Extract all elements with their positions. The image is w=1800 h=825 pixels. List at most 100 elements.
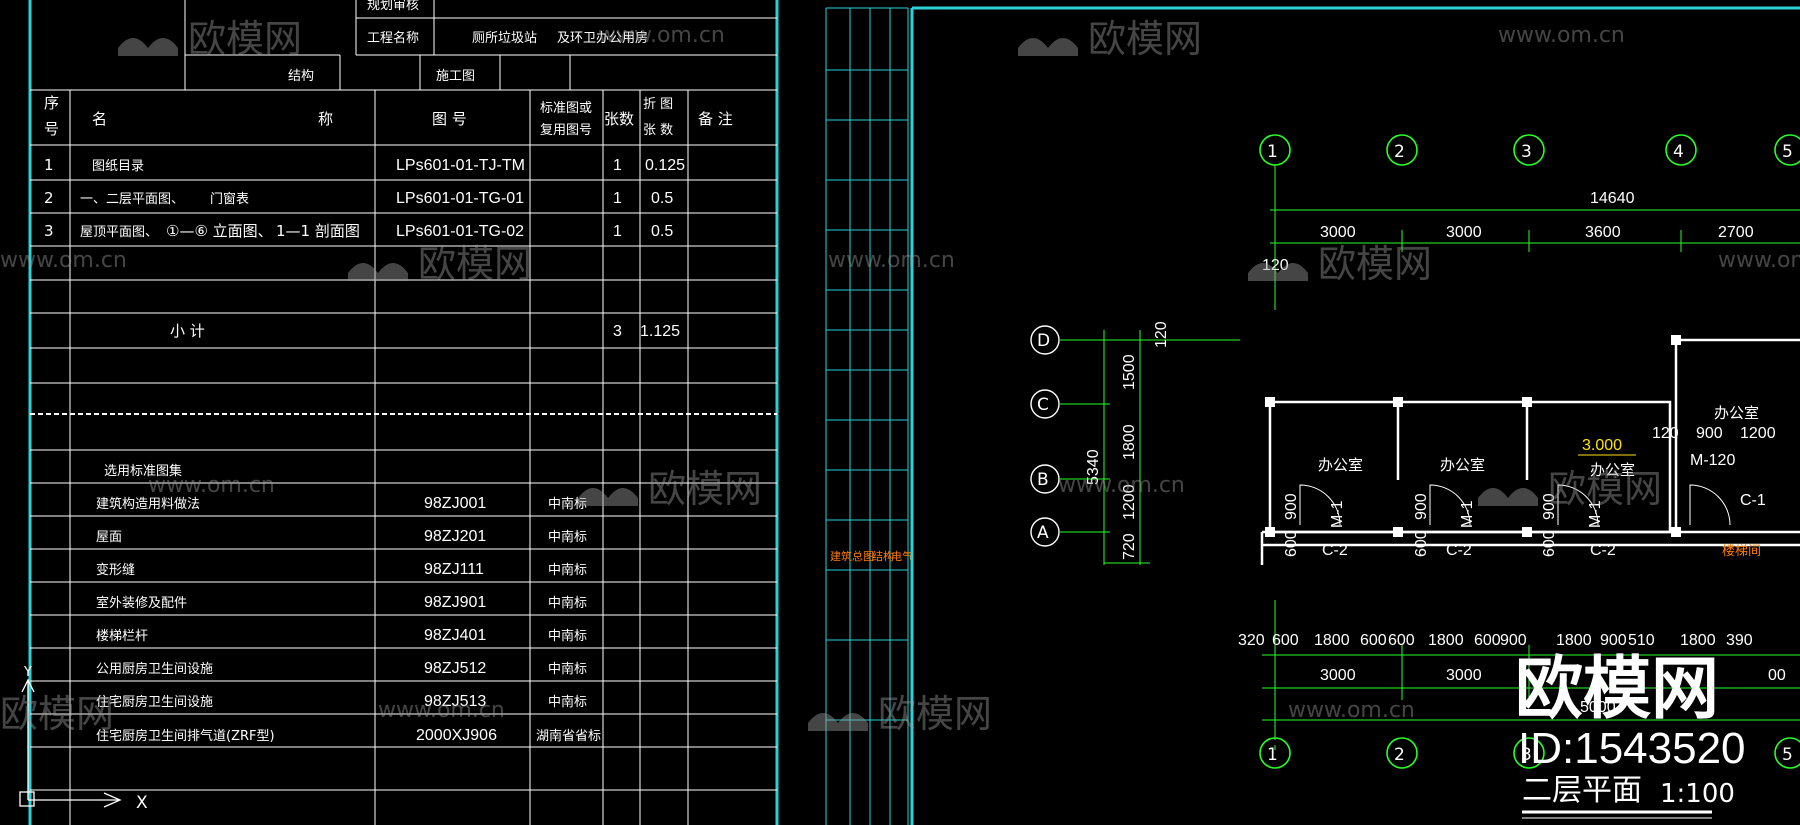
bottom-bay-2: 3000 — [1446, 667, 1482, 684]
stage-label: 施工图 — [436, 69, 475, 84]
columns — [1265, 335, 1681, 537]
axis-label-2: 2 — [1394, 142, 1405, 162]
watermark-url: www.om.cn — [1288, 698, 1415, 723]
dim-left-1800: 1800 — [1121, 424, 1138, 460]
watermark-brand: 欧模网 — [648, 467, 762, 511]
index-sheet: 规划审核 工程名称 厕所垃圾站 及环卫办公用房 结构 施工图 — [19, 0, 779, 825]
door-label-1: M-1 — [1329, 500, 1346, 528]
svg-text:1—1 剖面图: 1—1 剖面图 — [276, 222, 360, 240]
dim-total: 14640 — [1590, 190, 1635, 207]
svg-text:①—⑥ 立面图、: ①—⑥ 立面图、 — [166, 222, 273, 240]
ucs-y-label: Y — [23, 665, 32, 680]
stair-label: 楼梯间 — [1722, 544, 1761, 559]
svg-text:98ZJ111: 98ZJ111 — [424, 561, 484, 578]
sidebar-label-b: 总图 — [852, 549, 874, 563]
col-name-b: 称 — [318, 110, 333, 128]
svg-text:屋顶平面图、: 屋顶平面图、 — [80, 225, 158, 240]
watermark-url: www.om.cn — [598, 23, 725, 48]
watermark-logo-icon — [118, 38, 1538, 731]
watermark-id: ID:1543520 — [1518, 724, 1746, 773]
project-name-b: 及环卫办公用房 — [557, 30, 648, 46]
sill-dim-3: 600 — [1541, 530, 1558, 557]
watermark-brand: 欧模网 — [188, 17, 302, 61]
svg-text:LPs601-01-TG-01: LPs601-01-TG-01 — [396, 190, 524, 207]
svg-text:图纸目录: 图纸目录 — [92, 159, 144, 174]
svg-text:住宅厨房卫生间设施: 住宅厨房卫生间设施 — [96, 694, 213, 710]
svg-text:小 计: 小 计 — [170, 322, 205, 340]
svg-text:1800: 1800 — [1680, 632, 1716, 649]
index-table-grid — [30, 90, 777, 825]
col-std-b: 复用图号 — [540, 123, 592, 138]
window-label-c2-a: C-2 — [1322, 542, 1348, 559]
svg-text:98ZJ513: 98ZJ513 — [424, 693, 486, 710]
table-row: 3 屋顶平面图、 ①—⑥ 立面图、 1—1 剖面图 LPs601-01-TG-0… — [44, 222, 673, 240]
svg-text:0.5: 0.5 — [651, 223, 673, 240]
bottom-total: 5000 — [1580, 699, 1616, 716]
svg-text:3: 3 — [613, 323, 622, 340]
svg-text:390: 390 — [1726, 632, 1753, 649]
axis-label-1: 1 — [1267, 142, 1278, 162]
svg-text:住宅厨房卫生间排气道(ZRF型): 住宅厨房卫生间排气道(ZRF型) — [96, 728, 275, 744]
svg-text:中南标: 中南标 — [548, 529, 587, 545]
svg-text:1: 1 — [613, 223, 622, 240]
room-label-4: 办公室 — [1714, 404, 1759, 422]
door-dim-2: 900 — [1413, 493, 1430, 520]
svg-text:2: 2 — [44, 189, 54, 207]
watermark-big-brand: 欧模网 — [1515, 650, 1719, 729]
room-label-1: 办公室 — [1318, 456, 1363, 474]
svg-text:98ZJ512: 98ZJ512 — [424, 660, 486, 677]
svg-text:98ZJ901: 98ZJ901 — [424, 594, 486, 611]
door-dim-1: 900 — [1283, 493, 1300, 520]
discipline-label: 结构 — [288, 69, 314, 84]
door-swings — [1299, 484, 1731, 526]
sidebar-label-a: 建筑 — [830, 549, 852, 563]
svg-text:900: 900 — [1600, 632, 1627, 649]
dim-top-120: 120 — [1153, 321, 1170, 348]
svg-text:变形缝: 变形缝 — [96, 562, 135, 578]
svg-text:3: 3 — [44, 222, 54, 240]
col-conv-a: 折 图 — [643, 97, 673, 112]
svg-text:中南标: 中南标 — [548, 661, 587, 677]
watermark-brand: 欧模网 — [1548, 467, 1662, 511]
window-label-c1: C-1 — [1740, 492, 1766, 509]
door-label-4: M-120 — [1690, 452, 1735, 469]
floor-plan: 1 2 3 4 5 14640 3000 3000 3600 2700 120 … — [1030, 134, 1800, 819]
svg-text:1800: 1800 — [1556, 632, 1592, 649]
svg-text:中南标: 中南标 — [548, 496, 587, 512]
subtotal-row: 小 计 3 1.125 — [170, 322, 680, 340]
review-label: 规划审核 — [367, 0, 419, 13]
elevation-mark: 3.000 — [1582, 437, 1622, 454]
svg-text:900: 900 — [1500, 632, 1527, 649]
watermark-brand: 欧模网 — [0, 692, 114, 736]
col-conv-b: 张 数 — [643, 123, 673, 138]
axis-label-2-bottom: 2 — [1394, 745, 1405, 765]
col-remark: 备 注 — [698, 110, 733, 128]
window-label-c2-b: C-2 — [1446, 542, 1472, 559]
ucs-x-label: X — [136, 793, 148, 813]
bottom-detail-dims: 320 600 1800 600 600 1800 600 900 1800 9… — [1238, 632, 1753, 649]
svg-text:LPs601-01-TG-02: LPs601-01-TG-02 — [396, 223, 524, 240]
svg-text:510: 510 — [1628, 632, 1655, 649]
door-dim-3: 900 — [1541, 493, 1558, 520]
watermark-url: www.om.cn — [1058, 473, 1185, 498]
plan-title: 二层平面 — [1522, 773, 1642, 808]
axis-label-b: B — [1037, 470, 1049, 490]
project-label: 工程名称 — [367, 30, 419, 46]
svg-text:320: 320 — [1238, 632, 1265, 649]
sill-dim-1: 600 — [1283, 530, 1300, 557]
svg-text:中南标: 中南标 — [548, 595, 587, 611]
col-name-a: 名 — [92, 110, 107, 128]
sill-dim-2: 600 — [1413, 530, 1430, 557]
right-dim-1200: 1200 — [1740, 425, 1776, 442]
door-label-3: M-1 — [1587, 500, 1604, 528]
axis-label-a: A — [1037, 523, 1049, 543]
svg-text:1.125: 1.125 — [640, 323, 680, 340]
axis-label-3: 3 — [1521, 142, 1532, 162]
col-no-1: 序 — [44, 94, 59, 112]
